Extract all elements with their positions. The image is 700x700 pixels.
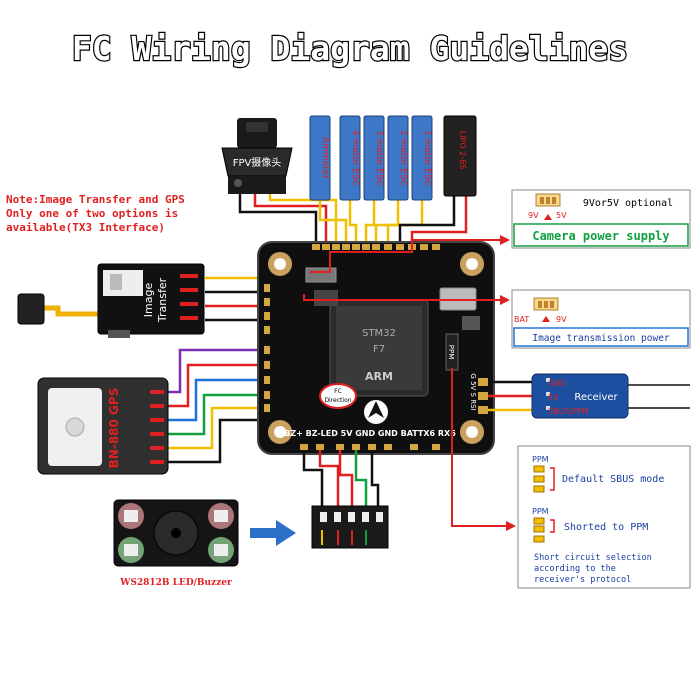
image-power-arrow (303, 294, 510, 305)
image-transfer-line-1: Image (142, 283, 155, 318)
esc-1-label: 1 motor ESC (422, 130, 432, 186)
gps-label: BN-880 GPS (107, 388, 121, 469)
right-pads-label: G 5V S RSI (469, 373, 477, 410)
mcu-chip-text: STM32 (362, 328, 396, 339)
receiver-wires (488, 380, 690, 412)
esc-4-label: 4 motor ESC (350, 130, 360, 186)
ammeter-label: Ammeter (320, 137, 330, 179)
esc-wires (318, 195, 468, 245)
ppm-panel: PPM Default SBUS mode PPM Shorted to PPM… (517, 445, 691, 589)
ppm-desc-line-3: receiver's protocol (534, 575, 631, 585)
note-text: Note:Image Transfer and GPS Only one of … (6, 193, 185, 234)
lipo-label: LIPO 2-6S (458, 131, 467, 170)
lipo-battery (443, 115, 477, 197)
receiver-label: Receiver (574, 392, 618, 403)
camera-label: FPV摄像头 (233, 156, 282, 169)
fc-direction-line-2: Direction (324, 397, 351, 404)
fc-direction-line-1: FC (334, 388, 342, 395)
esc-3-module (363, 115, 385, 201)
esc-1-module (411, 115, 433, 201)
ppm-top-label: PPM (532, 455, 549, 464)
image-transfer-line-2: Transfer (156, 277, 169, 323)
esc-2-label: 2 motor ESC (398, 130, 408, 186)
camera-power-title: 9Vor5V optional (583, 198, 673, 209)
bottom-wires (302, 450, 380, 510)
camera-power-panel: 9Vor5V optional 9V 5V Camera power suppl… (511, 189, 691, 249)
camera-power-option-left: 9V (528, 211, 539, 220)
buzzer-label: WS2812B LED/Buzzer (119, 578, 232, 588)
buzzer-arrow (250, 520, 296, 546)
fpv-camera: FPV摄像头 (221, 118, 293, 194)
receiver-5v-label: 5V (548, 393, 559, 402)
image-power-panel: BAT 9V Image transmission power (511, 289, 691, 349)
image-power-option-right: 9V (556, 315, 567, 324)
ppm-bottom-label: PPM (532, 507, 549, 516)
top-modules: Ammeter 4 motor ESC 3 motor ESC 2 motor … (309, 115, 477, 201)
mcu-arm-text: ARM (365, 370, 393, 383)
ammeter-module (309, 115, 331, 201)
bottom-pads-label: BZ+ BZ-LED 5V GND GND BATTX6 RX6 (284, 429, 456, 438)
ppm-desc-line-2: according to the (534, 564, 616, 574)
camera-power-option-right: 5V (556, 211, 567, 220)
camera-power-arrow (310, 235, 510, 273)
ppm-pad-label: PPM (447, 345, 455, 359)
ppm-desc-line-1: Short circuit selection (534, 553, 652, 563)
image-power-caption: Image transmission power (532, 333, 670, 344)
buzzer-led-module: WS2812B LED/Buzzer (113, 499, 239, 588)
receiver-module: Receiver GND 5V SBUS/PPM (531, 373, 629, 419)
diagram-title: FC Wiring Diagram Guidelines (72, 29, 628, 68)
shorted-ppm-label: Shorted to PPM (564, 522, 648, 533)
receiver-gnd-label: GND (548, 379, 566, 388)
esc-2-module (387, 115, 409, 201)
camera-wires (238, 192, 338, 245)
gps-module: BN-880 GPS (37, 377, 169, 475)
flight-controller: STM32 F7 ARM PPM G 5V S RSI FC Direction… (257, 241, 495, 455)
receiver-sbus-label: SBUS/PPM (548, 407, 589, 416)
esc-4-module (339, 115, 361, 201)
image-transfer-module: Image Transfer (17, 263, 205, 338)
mcu-family-text: F7 (373, 344, 385, 355)
ppm-arrow (451, 368, 516, 531)
note-line-2: Only one of two options is (6, 207, 178, 220)
camera-power-caption: Camera power supply (532, 229, 669, 243)
note-line-1: Note:Image Transfer and GPS (6, 193, 185, 206)
esc-3-label: 3 motor ESC (374, 130, 384, 186)
gps-wires (168, 348, 272, 464)
bottom-connector (311, 505, 389, 549)
note-line-3: available(TX3 Interface) (6, 221, 165, 234)
default-sbus-label: Default SBUS mode (562, 474, 664, 485)
image-power-option-left: BAT (514, 315, 529, 324)
